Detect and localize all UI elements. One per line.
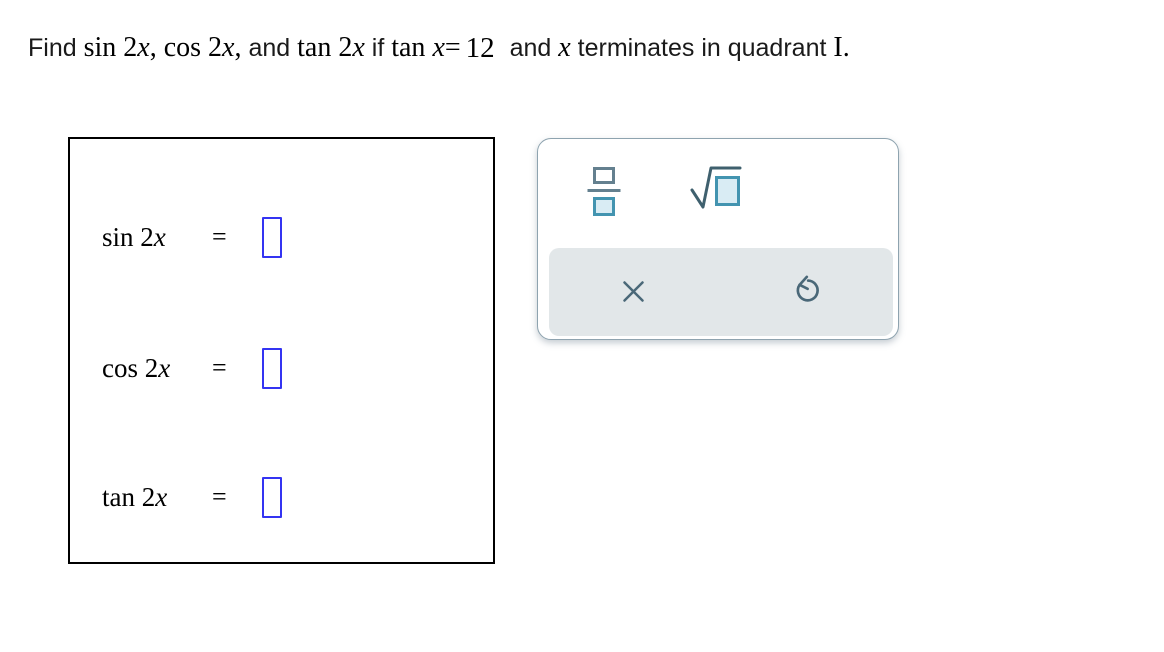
answer-label-fn: cos 2 — [102, 352, 159, 383]
answer-label: tan 2x — [102, 482, 212, 513]
answer-label-var: x — [153, 221, 166, 252]
problem-text: if — [364, 34, 392, 62]
problem-math: cos 2 — [163, 32, 223, 63]
answer-label-var: x — [155, 481, 168, 512]
answer-input-cos2x[interactable] — [262, 347, 282, 389]
problem-text: terminates in quadrant — [570, 34, 834, 62]
palette-tray — [549, 248, 893, 336]
problem-math: , — [234, 32, 249, 63]
problem-math: tan 2 — [297, 32, 353, 63]
answer-input-sin2x[interactable] — [262, 216, 282, 258]
problem-math: tan — [391, 32, 433, 63]
square-root-icon — [690, 166, 742, 209]
problem-math-var: x — [352, 32, 365, 63]
fraction-template-button[interactable] — [574, 157, 634, 227]
answer-row-tan2x: tan 2x = — [102, 475, 282, 519]
square-root-template-button[interactable] — [681, 155, 751, 219]
problem-math-var: x — [432, 32, 445, 63]
equals-sign: = — [212, 353, 227, 382]
fraction-numerator: 1 — [465, 31, 481, 64]
answer-panel: sin 2x = cos 2x = tan 2x = — [68, 137, 495, 564]
undo-icon — [796, 275, 819, 302]
answer-label-fn: sin 2 — [102, 221, 154, 252]
equals-sign: = — [212, 222, 227, 251]
problem-text: and — [248, 34, 298, 62]
answer-row-cos2x: cos 2x = — [102, 346, 282, 390]
equals-sign: = — [444, 32, 461, 63]
clear-button[interactable] — [608, 266, 658, 316]
clear-x-icon — [622, 280, 644, 302]
problem-math-var: x — [558, 32, 571, 63]
answer-input-tan2x[interactable] — [262, 476, 282, 518]
problem-math: I. — [833, 32, 850, 63]
undo-button[interactable] — [781, 266, 831, 316]
fraction-icon — [587, 166, 621, 216]
answer-label: sin 2x — [102, 222, 212, 253]
problem-text: and — [502, 34, 559, 62]
problem-math-var: x — [222, 32, 235, 63]
problem-math-var: x — [137, 32, 150, 63]
equals-sign: = — [212, 482, 227, 511]
answer-row-sin2x: sin 2x = — [102, 215, 282, 259]
fraction-denominator: 2 — [480, 31, 495, 64]
problem-statement: Find sin 2x, cos 2x, and tan 2x if tan x… — [28, 0, 850, 96]
answer-label-fn: tan 2 — [102, 481, 156, 512]
problem-math: , — [149, 32, 164, 63]
problem-text: Find — [28, 34, 84, 62]
answer-label-var: x — [158, 352, 171, 383]
problem-math: sin 2 — [83, 32, 138, 63]
answer-label: cos 2x — [102, 353, 212, 384]
fraction: 12 — [465, 31, 495, 64]
math-palette — [537, 138, 899, 340]
